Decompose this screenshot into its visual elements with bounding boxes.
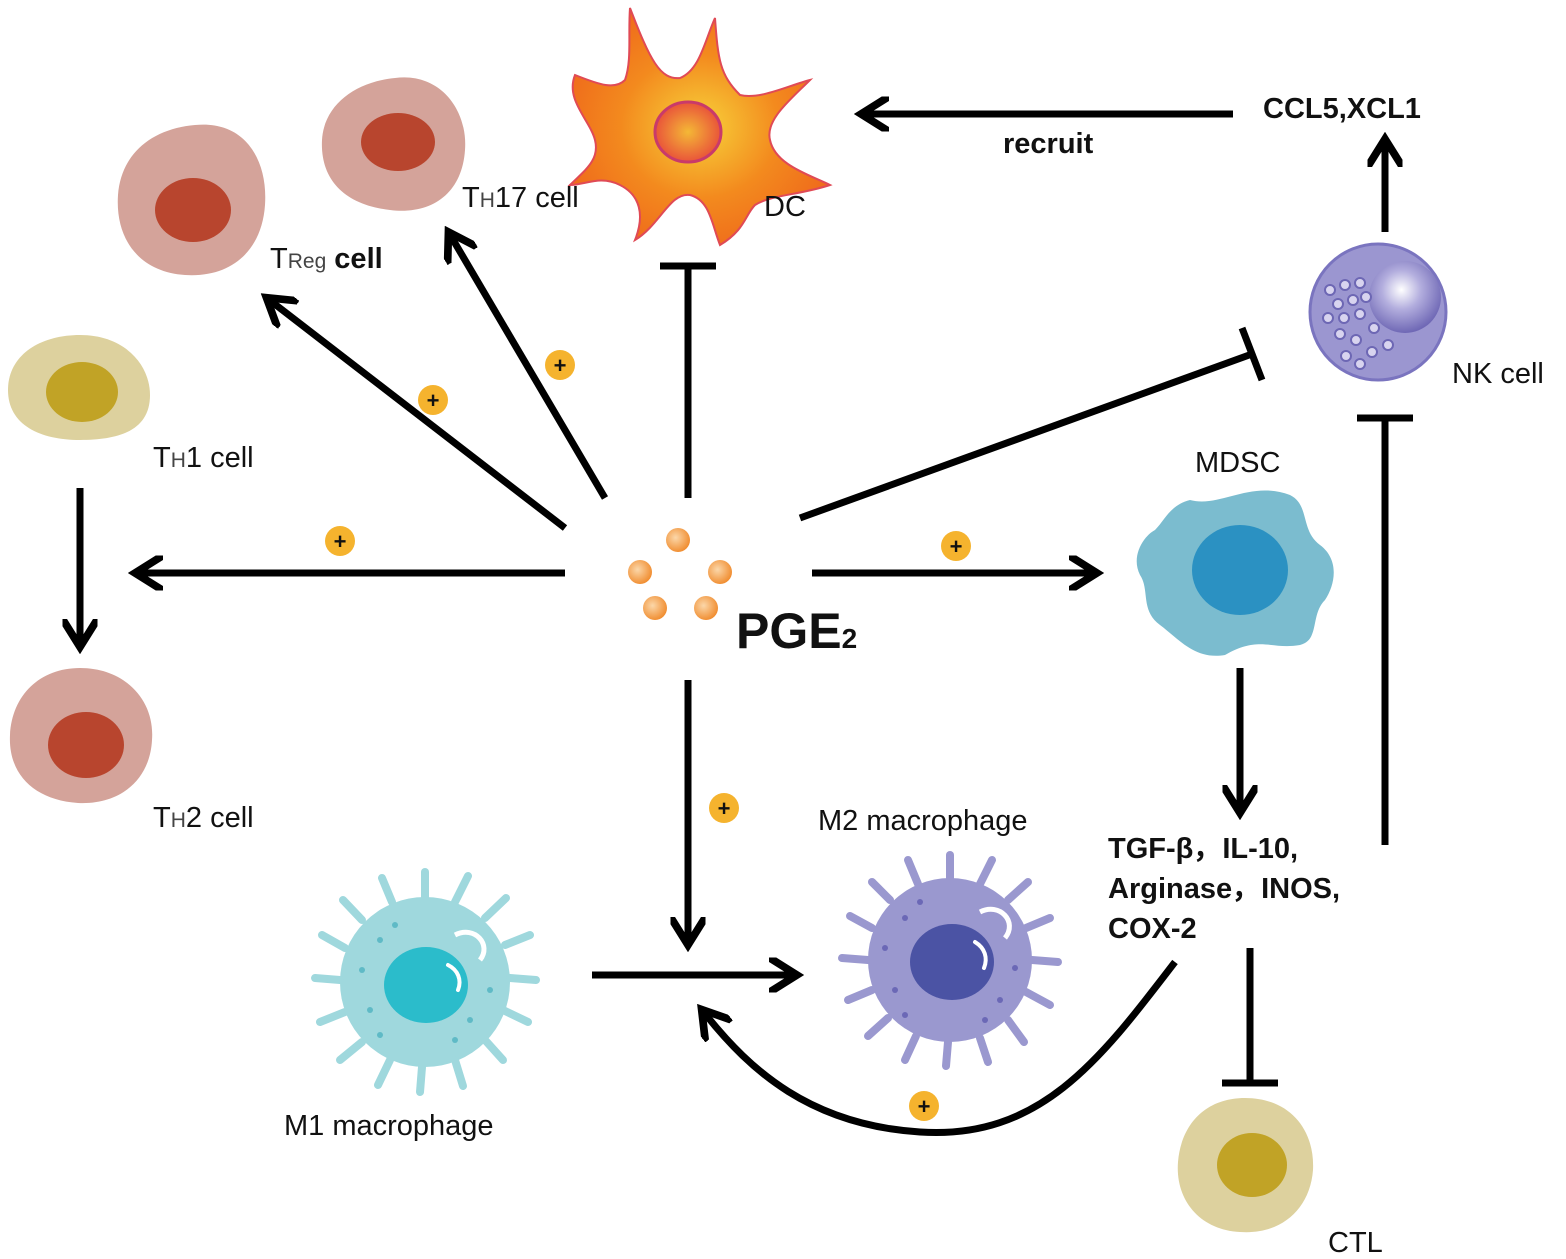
plus-badge-icon: + [325, 526, 355, 556]
ctl-label: CTL [1328, 1227, 1383, 1259]
cytokines-line-3: COX-2 [1108, 913, 1197, 945]
pge2-granules-icon [628, 528, 732, 620]
ctl-cell-icon [1177, 1098, 1314, 1233]
arrow-cytokines-to-m2-curve [706, 959, 1178, 1137]
svg-text:+: + [554, 353, 567, 378]
nk-cell-label: NK cell [1452, 358, 1544, 390]
svg-text:+: + [427, 388, 440, 413]
cytokines-line-2: Arginase，INOS, [1108, 873, 1340, 905]
th2-cell-label: TH2 cell [153, 802, 254, 834]
plus-badge-icon: + [941, 531, 971, 561]
svg-text:+: + [918, 1094, 931, 1119]
cytokines-line-1: TGF-β，IL-10, [1108, 833, 1298, 865]
recruit-label: recruit [1003, 128, 1094, 160]
inhibit-pge2-nk [798, 350, 1254, 522]
th2-cell-icon [9, 668, 153, 804]
m2-macrophage-label: M2 macrophage [818, 805, 1028, 837]
arrow-pge2-to-th17 [452, 238, 609, 500]
th17-cell-label: TH17 cell [462, 182, 579, 214]
pge2-label: PGE2 [736, 603, 857, 659]
th1-cell-label: TH1 cell [153, 442, 254, 474]
plus-badge-icon: + [545, 350, 575, 380]
treg-cell-icon [117, 124, 266, 276]
mdsc-label: MDSC [1195, 447, 1280, 479]
dc-label: DC [764, 191, 806, 223]
plus-badge-icon: + [909, 1091, 939, 1121]
m2-macrophage-icon [838, 851, 1062, 1070]
arrow-pge2-to-treg [272, 302, 568, 531]
svg-text:+: + [718, 796, 731, 821]
mdsc-icon [1136, 490, 1334, 656]
svg-text:+: + [334, 529, 347, 554]
plus-badge-icon: + [709, 793, 739, 823]
nk-cell-icon [1308, 242, 1448, 382]
m1-macrophage-icon [311, 868, 540, 1096]
m1-macrophage-label: M1 macrophage [284, 1110, 494, 1142]
inhibit-pge2-nk-bar [1238, 326, 1266, 382]
svg-text:+: + [950, 534, 963, 559]
th1-cell-icon [8, 335, 150, 440]
chemokines-label: CCL5,XCL1 [1263, 93, 1421, 125]
treg-cell-label: TReg cell [270, 243, 383, 275]
dendritic-cell-icon [567, 7, 833, 247]
plus-badge-icon: + [418, 385, 448, 415]
th17-cell-icon [321, 77, 466, 211]
